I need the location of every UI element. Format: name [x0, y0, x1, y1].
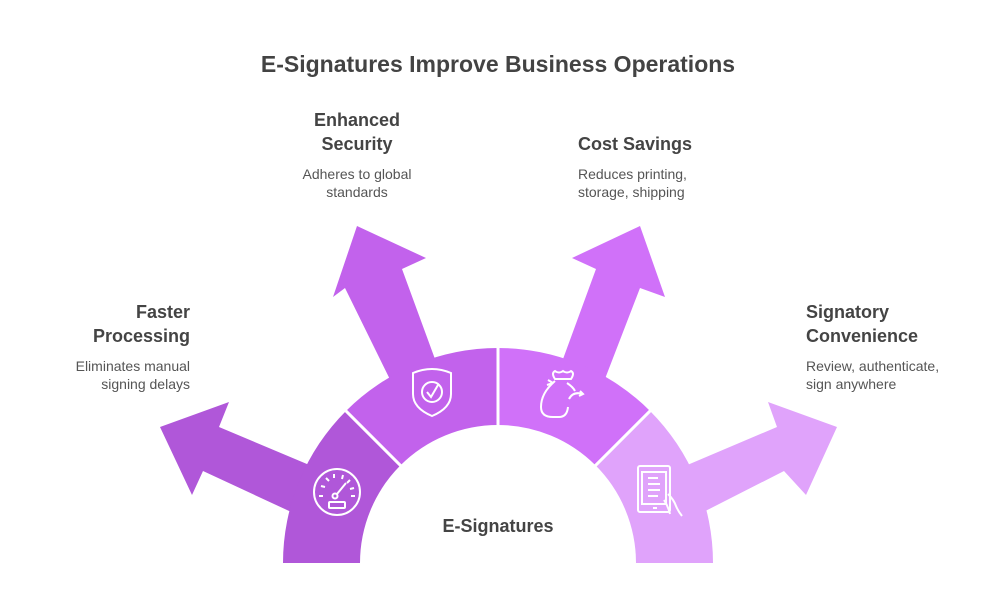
desc-line: Reduces printing, — [578, 166, 687, 182]
desc-line: Eliminates manual — [75, 358, 190, 374]
ring-separator — [343, 408, 403, 468]
item-cost-savings: Cost Savings Reduces printing, storage, s… — [578, 132, 692, 201]
item-description: Eliminates manual signing delays — [76, 357, 190, 393]
ring-segment-enhanced-security — [345, 348, 498, 466]
title-line: Faster — [135, 302, 190, 322]
title-line: Enhanced — [313, 110, 401, 130]
ring-segment-cost-savings — [498, 348, 651, 466]
item-description: Review, authenticate, sign anywhere — [806, 357, 939, 393]
desc-line: standards — [326, 184, 388, 200]
center-label: E-Signatures — [442, 516, 554, 536]
item-description: Adheres to global standards — [257, 165, 457, 201]
desc-line: sign anywhere — [806, 376, 897, 392]
ring-segment-signatory-convenience — [595, 410, 713, 563]
desc-line: storage, shipping — [578, 184, 685, 200]
tablet-hand-icon — [637, 465, 683, 517]
speedometer-icon — [313, 468, 361, 516]
desc-line: signing delays — [101, 376, 190, 392]
money-bag-icon — [539, 369, 585, 418]
ring-separator — [593, 408, 653, 468]
shield-check-icon — [412, 368, 452, 418]
title-line: Security — [321, 134, 393, 154]
title-line: Signatory — [806, 302, 890, 322]
desc-line: Adheres to global — [302, 166, 412, 182]
item-title: Cost Savings — [578, 134, 693, 154]
desc-line: Review, authenticate, — [806, 358, 940, 374]
title-line: Convenience — [806, 326, 919, 346]
title-line: Processing — [92, 326, 190, 346]
ring-separators — [343, 346, 653, 468]
diagram-title: E-Signatures Improve Business Operations — [260, 51, 736, 77]
item-description: Reduces printing, storage, shipping — [578, 165, 692, 201]
